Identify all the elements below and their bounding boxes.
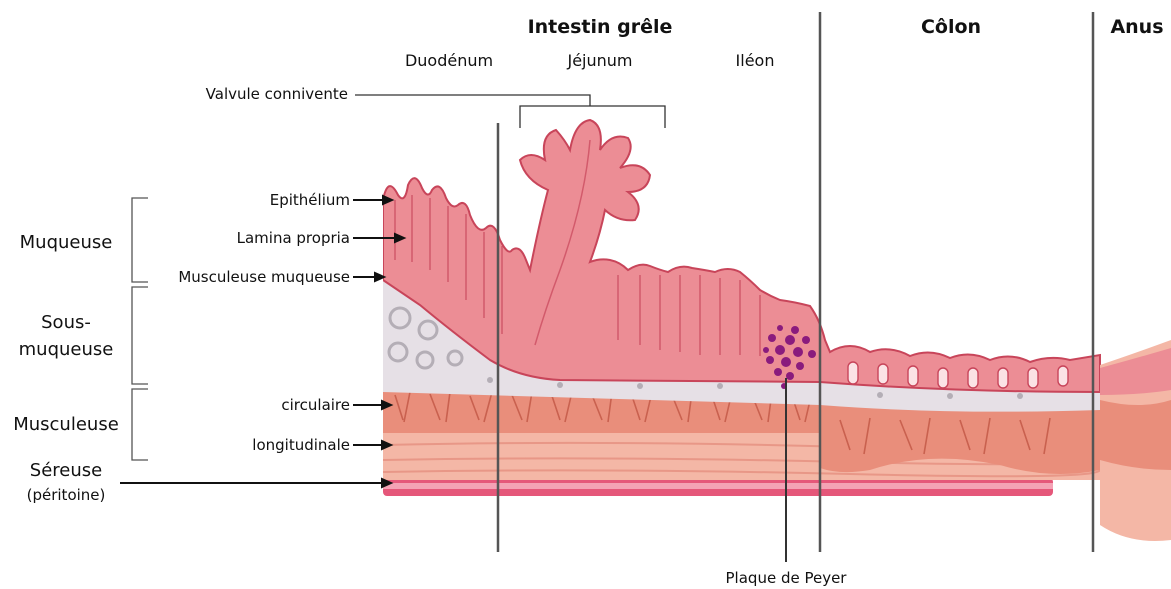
label-lamina-propria: Lamina propria <box>237 229 350 247</box>
layer-sous-line2: muqueuse <box>19 339 114 360</box>
label-jejunum: Jéjunum <box>566 51 632 70</box>
layer-musculeuse: Musculeuse <box>13 414 119 435</box>
heading-intestin-grele: Intestin grêle <box>528 16 673 38</box>
layer-sous-line1: Sous- <box>41 312 91 333</box>
layer-muqueuse: Muqueuse <box>20 232 113 253</box>
heading-colon: Côlon <box>921 16 981 38</box>
layer-peritoine: (péritoine) <box>27 486 106 504</box>
label-valvule-connivente: Valvule connivente <box>206 85 348 103</box>
label-plaque-de-peyer: Plaque de Peyer <box>726 569 848 587</box>
tissue-illustration <box>383 0 1171 589</box>
label-longitudinale: longitudinale <box>252 436 350 454</box>
brace-muqueuse <box>132 198 148 282</box>
brace-sous-muqueuse <box>132 287 148 384</box>
label-circulaire: circulaire <box>281 396 350 414</box>
brace-musculeuse <box>132 389 148 460</box>
label-epithelium: Epithélium <box>270 191 350 209</box>
layer-sereuse: Séreuse <box>30 460 102 481</box>
heading-anus: Anus <box>1110 16 1163 38</box>
label-duodenum: Duodénum <box>405 51 493 70</box>
label-musculeuse-muqueuse: Musculeuse muqueuse <box>178 268 350 286</box>
label-ileon: Iléon <box>736 51 775 70</box>
